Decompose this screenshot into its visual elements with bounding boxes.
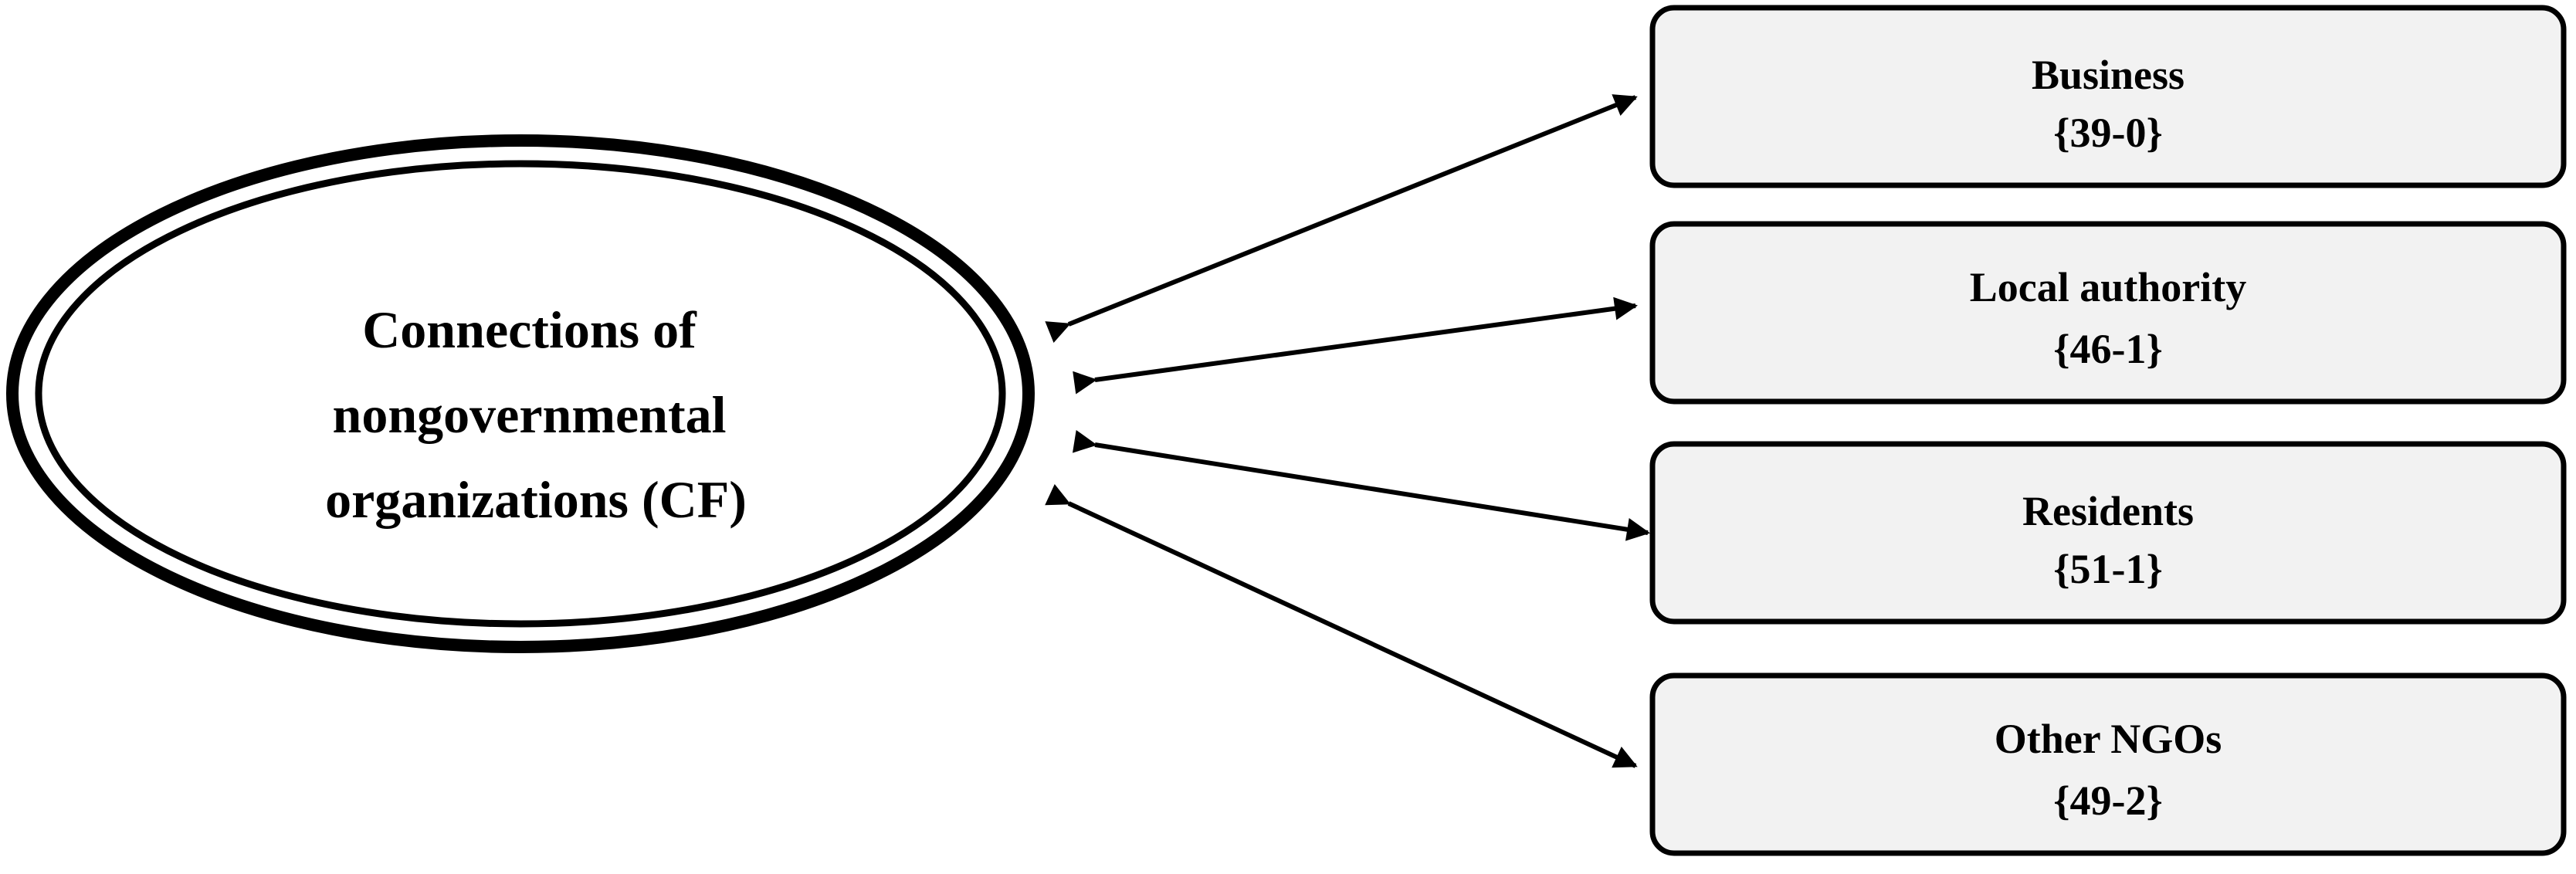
- center-label: Connections of nongovernmental organizat…: [325, 300, 747, 529]
- arrow-business: [1045, 94, 1638, 343]
- node-box: [1649, 441, 2567, 625]
- arrow-other-ngos: [1045, 484, 1638, 768]
- node-box: [1649, 672, 2567, 856]
- node-name: Business: [2032, 52, 2185, 98]
- node-code: {39-0}: [2053, 110, 2163, 156]
- center-node: Connections of nongovernmental organizat…: [6, 134, 1035, 653]
- center-ellipse-inner: [35, 160, 1006, 628]
- arrow-residents: [1072, 429, 1650, 541]
- center-label-line: nongovernmental: [333, 385, 727, 444]
- node-residents: Residents {51-1}: [1649, 441, 2567, 625]
- node-box: [1649, 5, 2567, 188]
- node-name: Residents: [2022, 488, 2194, 534]
- center-label-line: organizations (CF): [325, 470, 747, 529]
- node-name: Local authority: [1970, 264, 2247, 310]
- node-code: {46-1}: [2053, 326, 2163, 372]
- node-name: Other NGOs: [1995, 716, 2222, 762]
- node-code: {51-1}: [2053, 546, 2163, 592]
- node-box: [1649, 221, 2567, 405]
- node-business: Business {39-0}: [1649, 5, 2567, 188]
- connectors: [1045, 94, 1650, 768]
- node-local-authority: Local authority {46-1}: [1649, 221, 2567, 405]
- node-code: {49-2}: [2053, 777, 2163, 824]
- arrow-local-authority: [1073, 296, 1638, 395]
- center-label-line: Connections of: [362, 300, 697, 359]
- node-other-ngos: Other NGOs {49-2}: [1649, 672, 2567, 856]
